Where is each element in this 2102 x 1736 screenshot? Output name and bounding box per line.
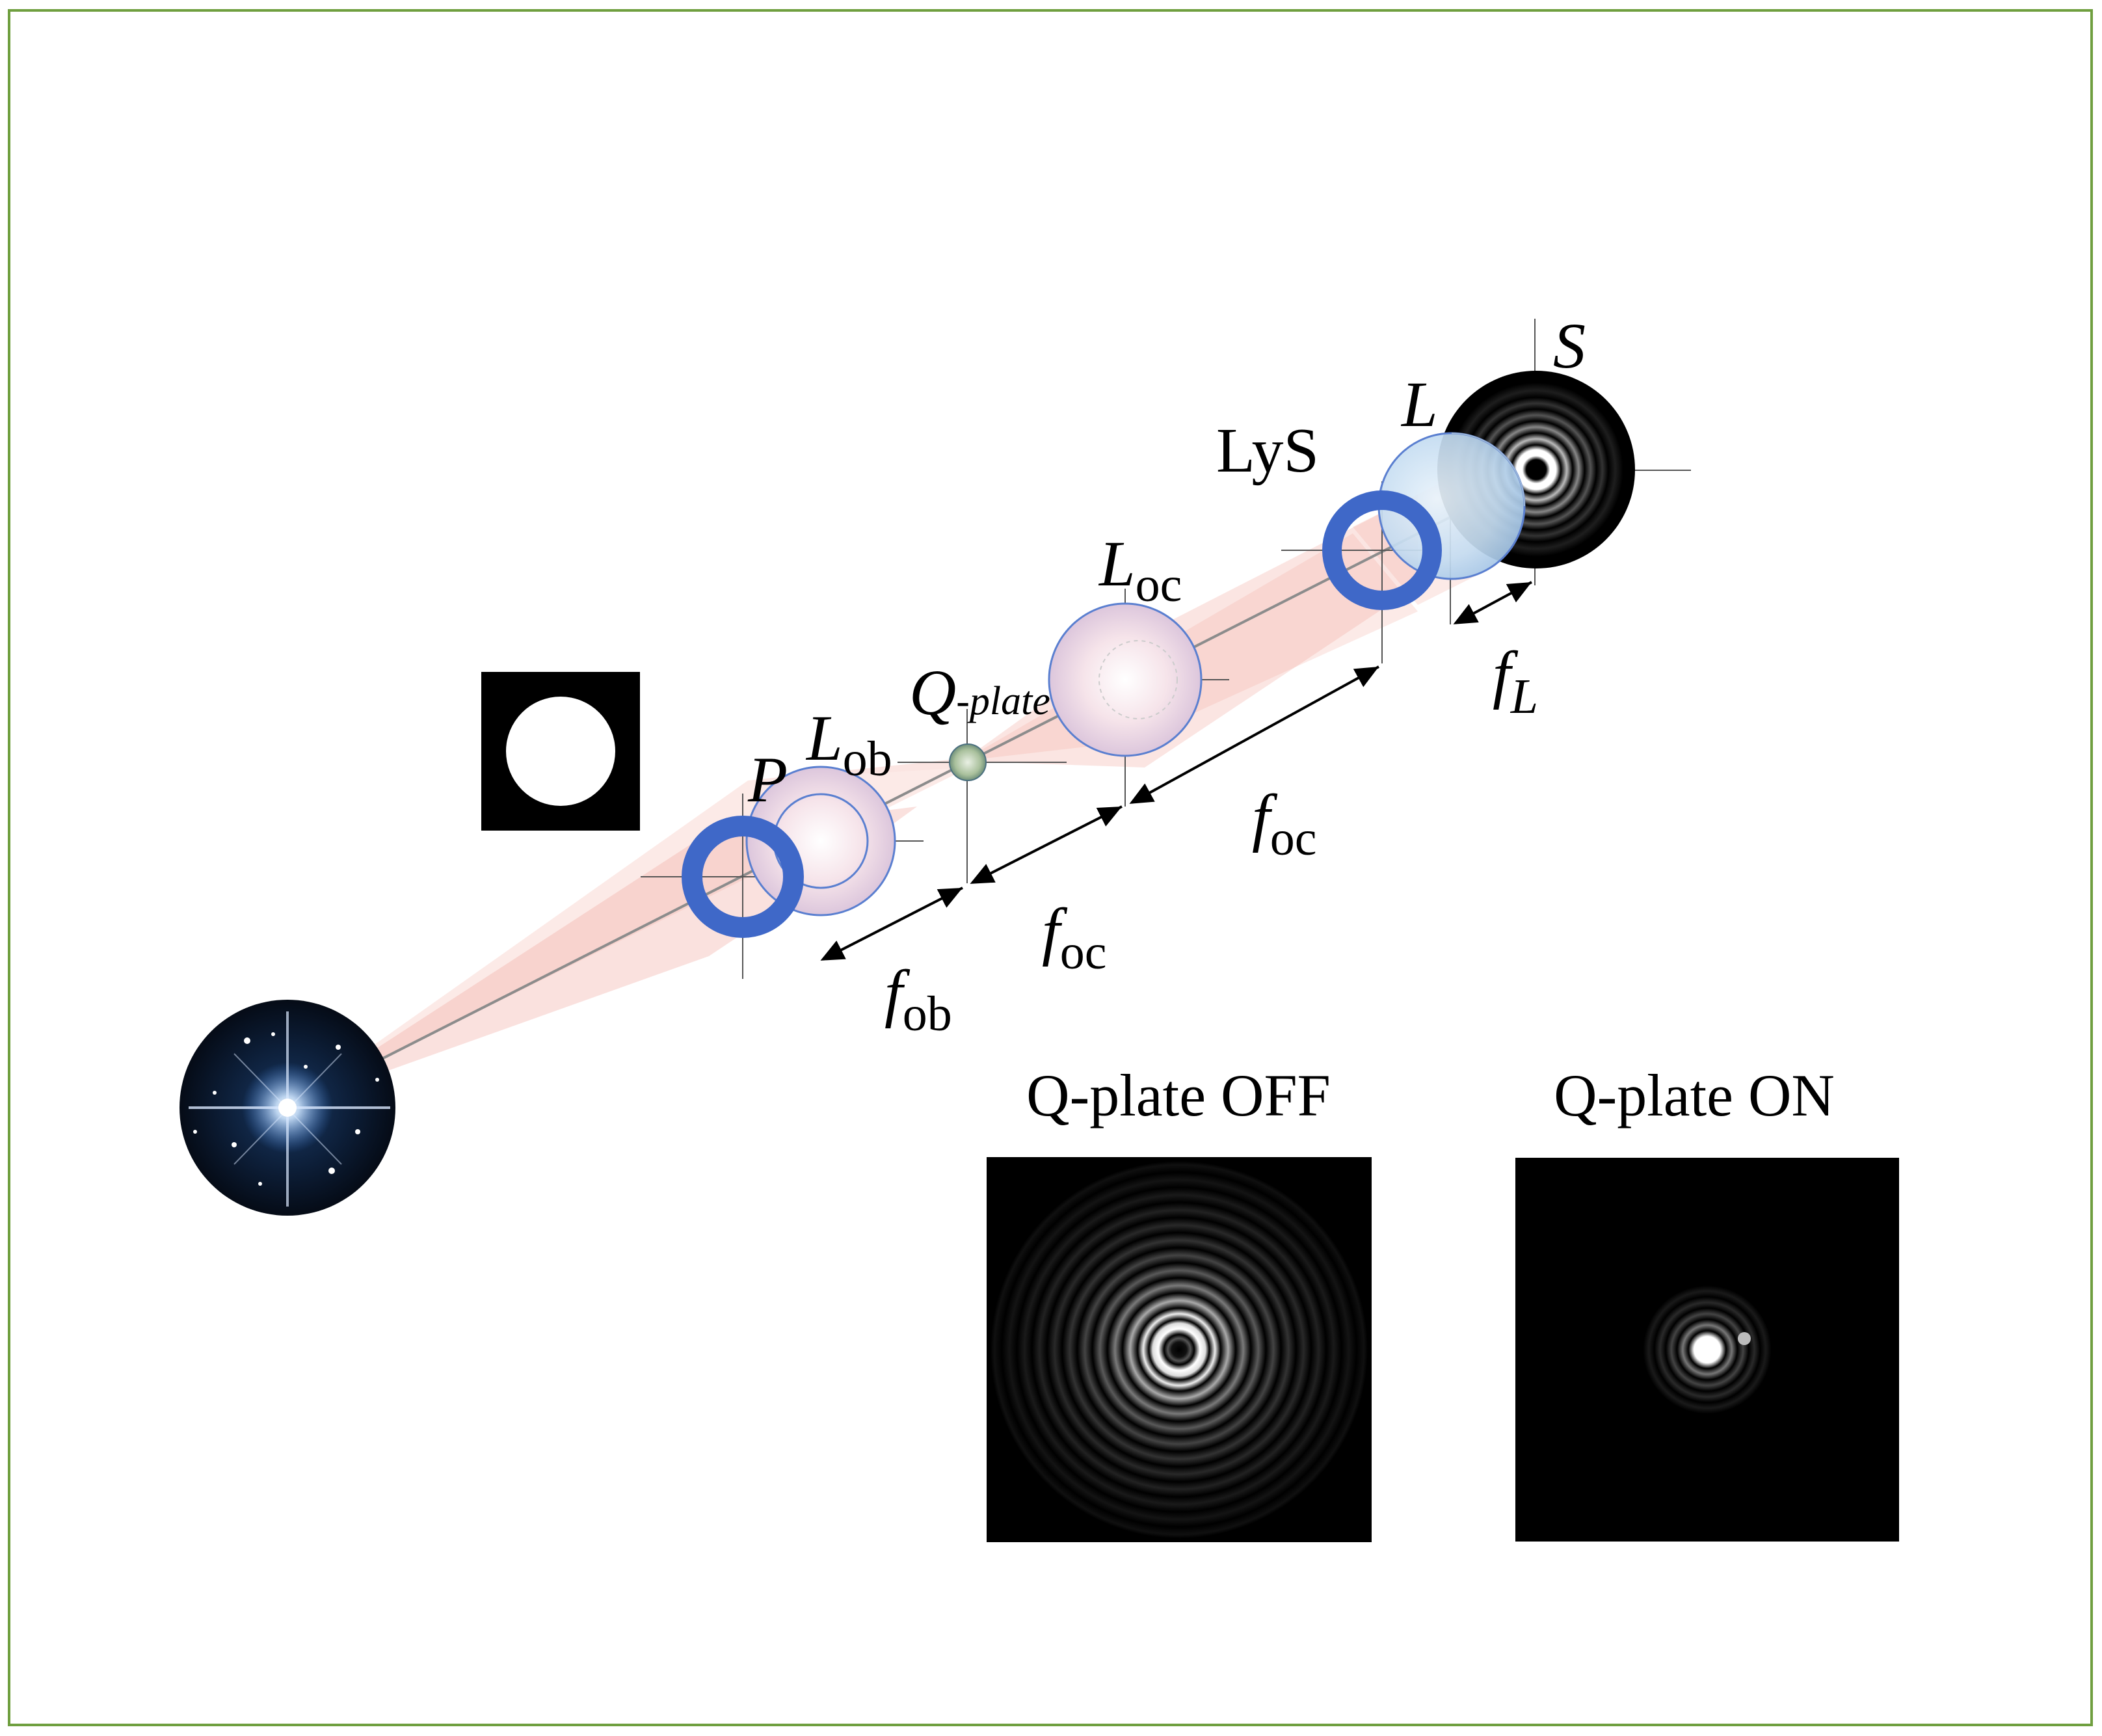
label-f-L: fL bbox=[1493, 638, 1538, 724]
q-plate-icon bbox=[949, 743, 987, 781]
star-field-icon bbox=[180, 1000, 395, 1216]
panel-off-title: Q-plate OFF bbox=[1026, 1062, 1331, 1128]
distance-arrows bbox=[820, 581, 1532, 961]
panel-on-title: Q-plate ON bbox=[1554, 1062, 1835, 1128]
label-L-ob: Lob bbox=[805, 702, 892, 786]
pupil-mask-icon bbox=[481, 672, 640, 831]
label-LyS: LyS bbox=[1216, 416, 1319, 486]
label-L-oc: Loc bbox=[1098, 527, 1182, 612]
label-L: L bbox=[1400, 368, 1438, 440]
label-P: P bbox=[747, 743, 788, 816]
panel-off-image bbox=[987, 1157, 1372, 1542]
lens-oc bbox=[1048, 602, 1203, 757]
pupil-stop-ring bbox=[682, 816, 804, 938]
label-Q-plate: Q-plate bbox=[909, 656, 1050, 728]
label-S: S bbox=[1553, 310, 1586, 382]
panel-on-image bbox=[1515, 1158, 1899, 1542]
lyot-stop-ring-icon bbox=[1322, 490, 1442, 610]
